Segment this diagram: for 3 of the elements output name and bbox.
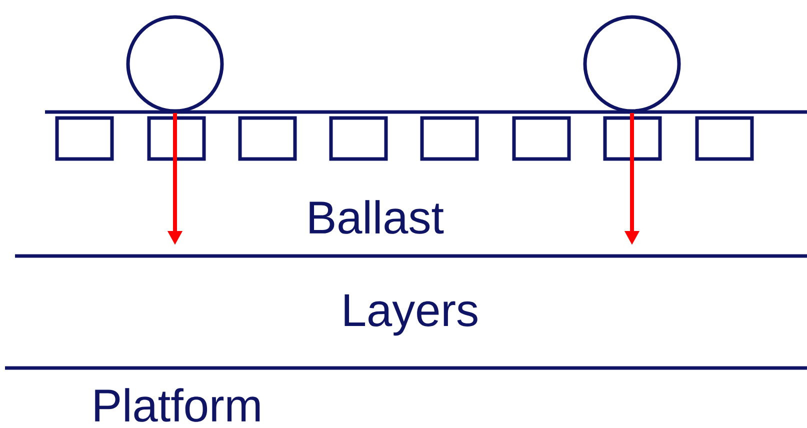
layer-label: Layers: [344, 294, 478, 336]
layer-label: Platform: [95, 388, 260, 422]
layer-label: Ballast: [310, 200, 444, 234]
